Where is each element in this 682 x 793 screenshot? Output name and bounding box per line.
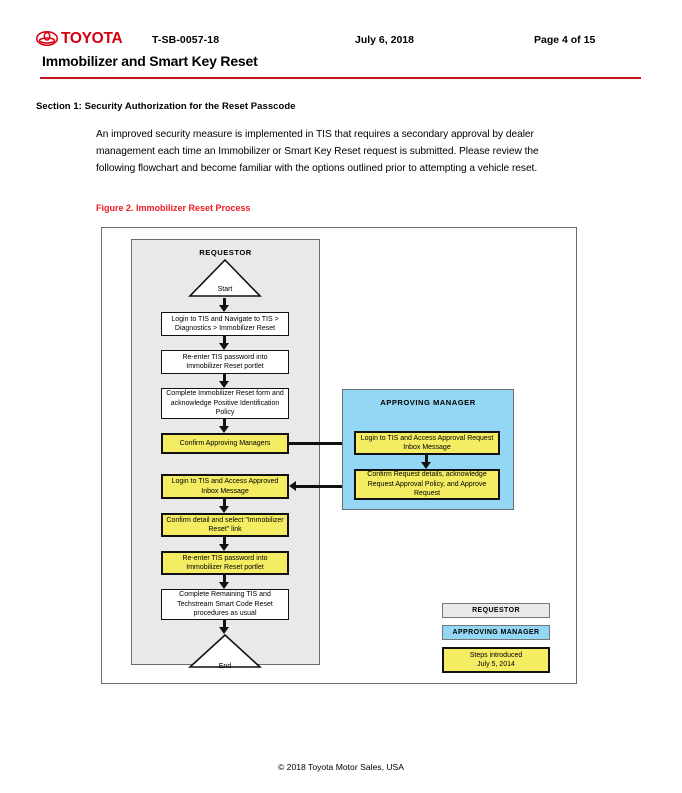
toyota-wordmark: TOYOTA (61, 30, 123, 47)
connector-r5-r6 (223, 499, 226, 507)
arrowhead-r1-r2 (219, 343, 229, 350)
arrowhead-start-r1 (219, 305, 229, 312)
arrowhead-r5-r6 (219, 506, 229, 513)
toyota-emblem-icon (36, 31, 58, 47)
triangle-shape-icon (188, 633, 262, 668)
lane-manager-title: APPROVING MANAGER (380, 398, 476, 407)
page-footer: © 2018 Toyota Motor Sales, USA (277, 762, 405, 772)
triangle-shape-icon (188, 258, 262, 297)
node-start: Start (188, 258, 262, 298)
arrowhead-r6-r7 (219, 544, 229, 551)
arrowhead-r8-end (219, 627, 229, 634)
lane-requestor-title: REQUESTOR (199, 248, 252, 257)
node-end: End (188, 633, 262, 673)
arrowhead-r7-r8 (219, 582, 229, 589)
legend-steps-line1: Steps introduced (469, 651, 523, 659)
title-divider (40, 77, 641, 79)
legend-requestor: REQUESTOR (442, 603, 550, 618)
legend-steps-line2: July 5, 2014 (477, 661, 515, 668)
toyota-logo: TOYOTA (36, 30, 123, 47)
node-start-label: Start (217, 286, 233, 293)
legend-approving-manager: APPROVING MANAGER (442, 625, 550, 640)
connector-r1-r2 (223, 336, 226, 344)
arrowhead-m1-m2 (421, 462, 431, 469)
connector-m1-m2 (425, 455, 428, 463)
connector-r7-r8 (223, 575, 226, 583)
node-complete-remaining: Complete Remaining TIS and Techstream Sm… (161, 589, 289, 620)
page-number: Page 4 of 15 (534, 34, 596, 46)
page-header: TOYOTA T-SB-0057-18 July 6, 2018 Page 4 … (0, 14, 682, 47)
node-reenter-password-1: Re-enter TIS password into Immobilizer R… (161, 350, 289, 374)
node-confirm-approving-managers: Confirm Approving Managers (161, 433, 289, 454)
section-paragraph: An improved security measure is implemen… (96, 129, 539, 174)
connector-r3-r4 (223, 419, 226, 427)
section-heading: Section 1: Security Authorization for th… (36, 101, 296, 112)
connector-r2-r3 (223, 374, 226, 382)
connector-r6-r7 (223, 537, 226, 545)
arrowhead-m2-r5 (289, 481, 296, 491)
node-confirm-detail-select: Confirm detail and select "Immobilizer R… (161, 513, 289, 537)
flowchart-frame: REQUESTOR Start Login to TIS and Navigat… (101, 227, 577, 684)
connector-m2-r5 (295, 485, 387, 488)
connector-start-r1 (223, 298, 226, 306)
node-confirm-request-approve: Confirm Request details, acknowledge Req… (354, 469, 500, 500)
node-reenter-password-2: Re-enter TIS password into Immobilizer R… (161, 551, 289, 575)
page-title: Immobilizer and Smart Key Reset (42, 53, 258, 69)
connector-r8-end (223, 620, 226, 628)
connector-r4-m1 (289, 442, 346, 445)
node-end-label: End (218, 663, 232, 670)
node-login-navigate: Login to TIS and Navigate to TIS > Diagn… (161, 312, 289, 336)
node-complete-form: Complete Immobilizer Reset form and ackn… (161, 388, 289, 419)
node-login-approved-inbox: Login to TIS and Access Approved Inbox M… (161, 474, 289, 499)
node-login-approval-request: Login to TIS and Access Approval Request… (354, 431, 500, 455)
bulletin-number: T-SB-0057-18 (152, 34, 220, 46)
legend-steps-introduced: Steps introduced July 5, 2014 (442, 647, 550, 673)
arrowhead-r2-r3 (219, 381, 229, 388)
arrowhead-r3-r4 (219, 426, 229, 433)
bulletin-date: July 6, 2018 (355, 34, 414, 46)
figure-caption: Figure 2. Immobilizer Reset Process (96, 203, 251, 213)
